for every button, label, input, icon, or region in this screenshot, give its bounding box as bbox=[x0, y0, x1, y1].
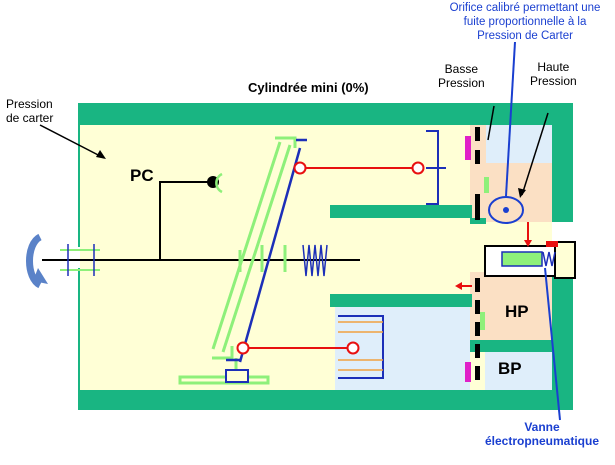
basse-pression-line2: Pression bbox=[438, 76, 485, 91]
swash-plate bbox=[178, 136, 297, 385]
haute-pression-line1: Haute bbox=[537, 60, 570, 74]
label-bp: BP bbox=[498, 359, 522, 378]
valve-leader bbox=[544, 267, 561, 421]
piston-rods bbox=[225, 138, 307, 383]
lower-piston bbox=[236, 315, 384, 379]
valve-plate bbox=[475, 127, 480, 380]
seals bbox=[465, 136, 489, 382]
label-vanne: Vanne électropneumatique bbox=[472, 420, 612, 449]
orifice-line2: fuite proportionnelle à la bbox=[463, 15, 587, 28]
return-spring bbox=[302, 244, 328, 277]
label-basse-pression: Basse Pression bbox=[438, 62, 485, 91]
haute-pression-line2: Pression bbox=[530, 74, 577, 89]
orifice-line1: Orifice calibré permettant une bbox=[449, 2, 601, 14]
solenoid-valve bbox=[455, 222, 576, 290]
pression-carter-line1: Pression bbox=[6, 97, 53, 111]
upper-piston bbox=[293, 130, 446, 205]
basse-pression-line1: Basse bbox=[444, 62, 479, 76]
label-pc: PC bbox=[130, 166, 154, 185]
vanne-line2: électropneumatique bbox=[484, 434, 600, 449]
leader-lines bbox=[39, 105, 549, 196]
label-haute-pression: Haute Pression bbox=[530, 60, 577, 89]
orifice-line3: Pression de Carter bbox=[477, 29, 573, 42]
vanne-line1: Vanne bbox=[524, 420, 560, 434]
label-hp: HP bbox=[505, 302, 529, 321]
calibrated-orifice bbox=[488, 41, 524, 224]
diagram-title: Cylindrée mini (0%) bbox=[248, 80, 369, 95]
pc-actuator bbox=[159, 172, 223, 260]
label-pression-carter: Pression de carter bbox=[6, 97, 53, 126]
label-orifice: Orifice calibré permettant une fuite pro… bbox=[438, 2, 612, 43]
inner-walls bbox=[330, 205, 552, 352]
pression-carter-line2: de carter bbox=[6, 111, 54, 126]
